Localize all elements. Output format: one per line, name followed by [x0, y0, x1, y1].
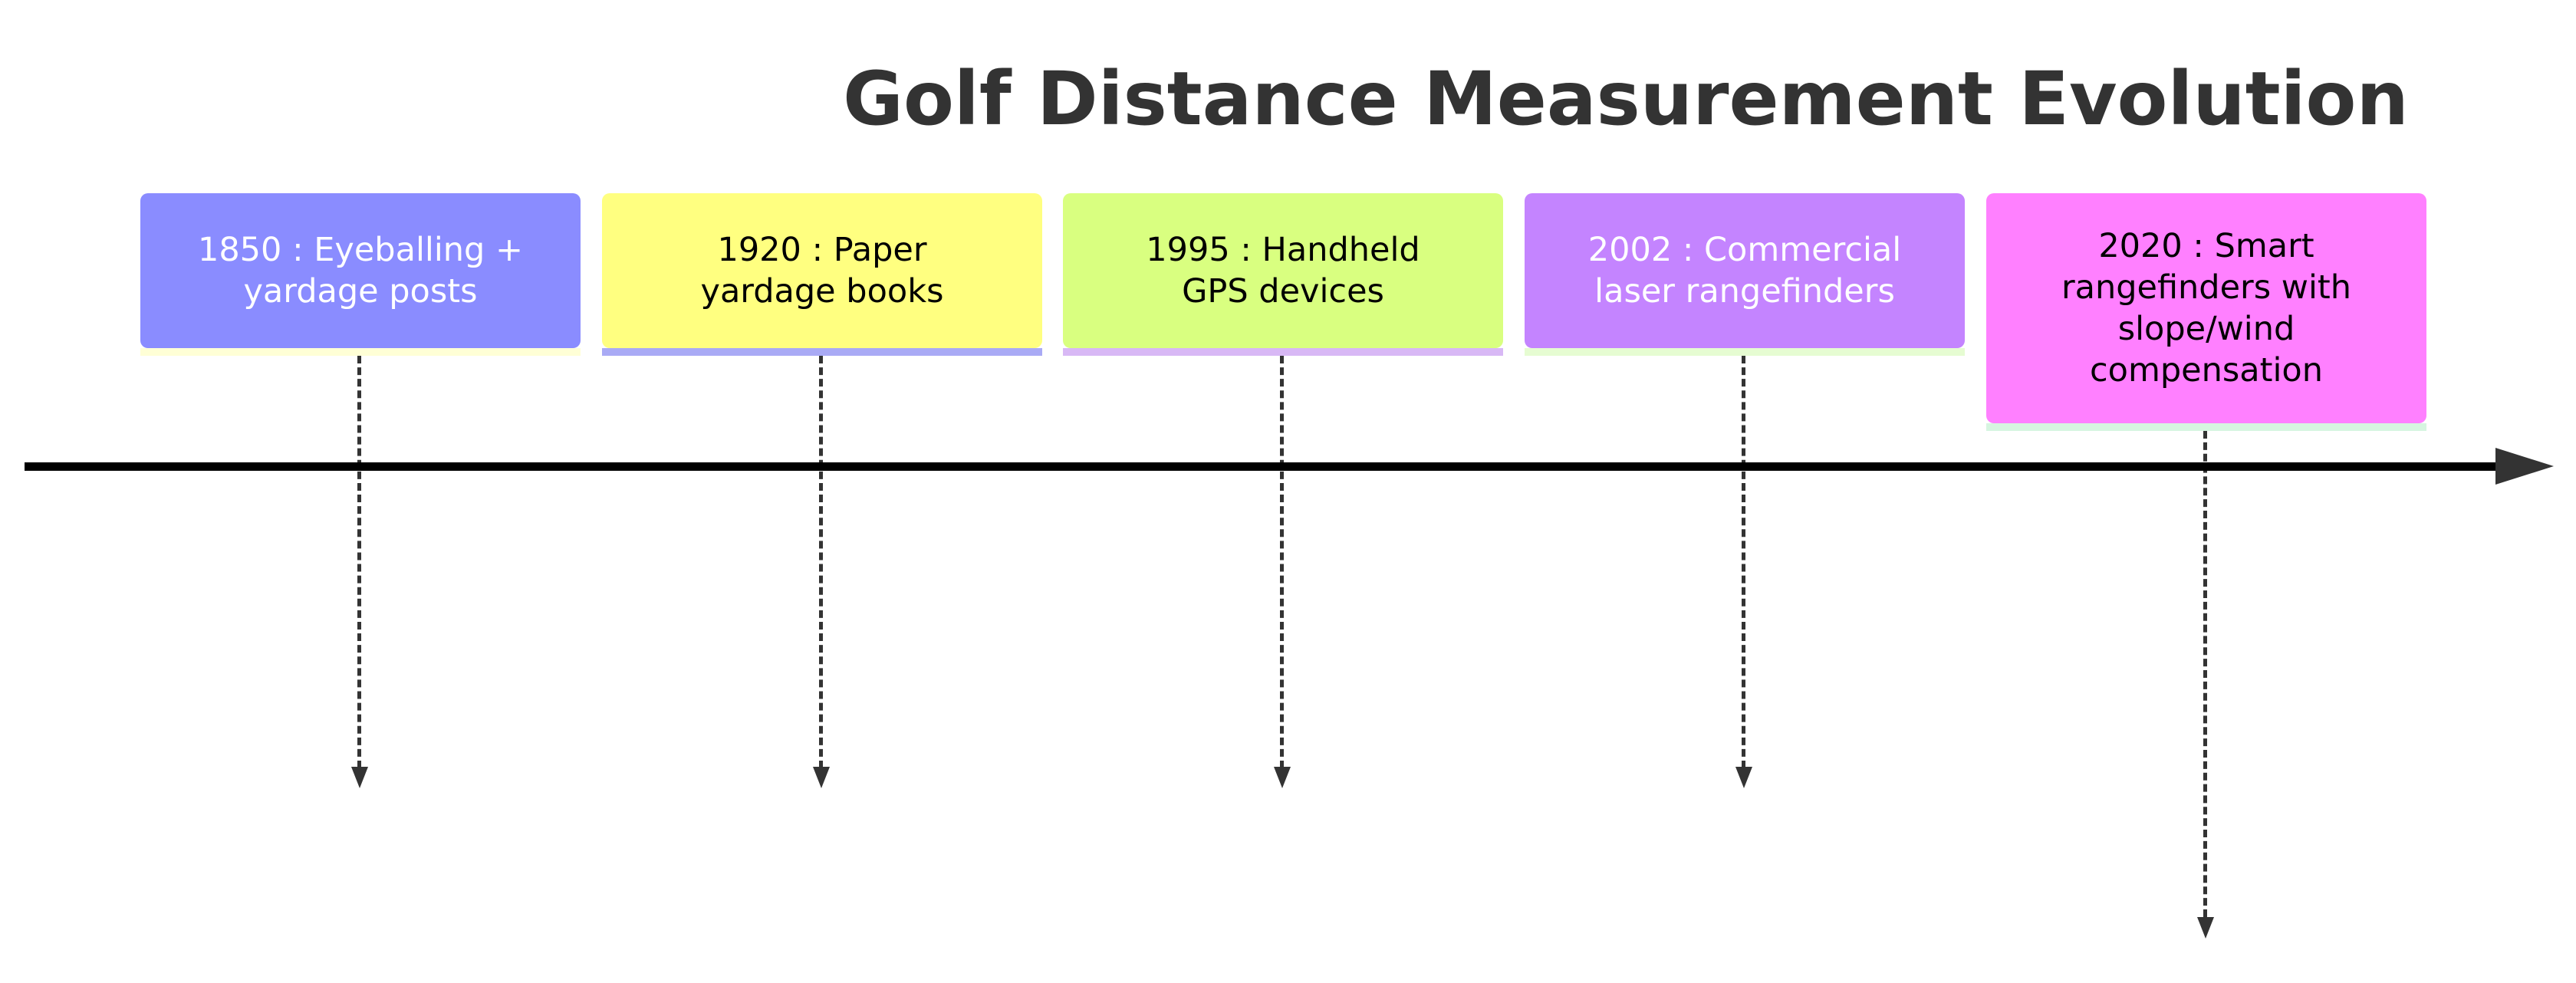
event-line: rangefinders with [2061, 268, 2352, 307]
event-connector [819, 356, 823, 768]
event-underline [140, 348, 581, 356]
timeline-event-1920: 1920 : Paper yardage books [602, 193, 1042, 348]
connector-arrow [351, 767, 368, 788]
event-underline [602, 348, 1042, 356]
connector-arrow [1735, 767, 1752, 788]
event-line: yardage books [700, 272, 944, 311]
event-line: 1850 : Eyeballing + [197, 231, 524, 269]
event-line: slope/wind [2117, 310, 2295, 348]
event-line: 2002 : Commercial [1587, 231, 1902, 269]
event-line: 1920 : Paper [717, 231, 927, 269]
event-connector [2203, 431, 2207, 917]
timeline-event-1995: 1995 : Handheld GPS devices [1063, 193, 1503, 348]
event-connector [1742, 356, 1745, 768]
event-line: yardage posts [243, 272, 478, 311]
event-connector [1280, 356, 1284, 768]
timeline-axis [25, 462, 2517, 471]
connector-arrow [813, 767, 830, 788]
event-underline [1986, 423, 2426, 431]
event-line: laser rangefinders [1594, 272, 1895, 311]
diagram-title: Golf Distance Measurement Evolution [843, 56, 2409, 142]
event-underline [1525, 348, 1965, 356]
timeline-event-1850: 1850 : Eyeballing + yardage posts [140, 193, 581, 348]
timeline-event-2002: 2002 : Commercial laser rangefinders [1525, 193, 1965, 348]
event-connector [357, 356, 361, 768]
connector-arrow [2197, 917, 2214, 939]
event-underline [1063, 348, 1503, 356]
timeline-axis-arrowhead [2495, 448, 2554, 485]
timeline-event-2020: 2020 : Smart rangefinders with slope/win… [1986, 193, 2426, 423]
connector-arrow [1274, 767, 1291, 788]
event-line: GPS devices [1182, 272, 1384, 311]
event-line: compensation [2090, 351, 2323, 390]
event-line: 1995 : Handheld [1146, 231, 1420, 269]
event-line: 2020 : Smart [2098, 227, 2314, 265]
